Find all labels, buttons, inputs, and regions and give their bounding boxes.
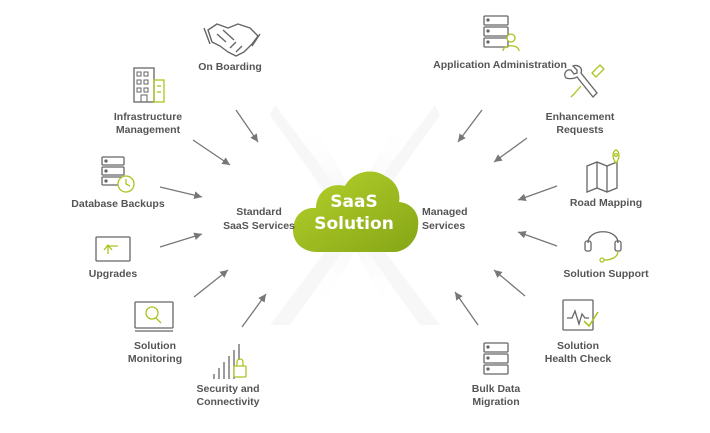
left-arrows xyxy=(159,109,267,328)
headset-icon xyxy=(584,231,622,263)
label-application-administration: Application Administration xyxy=(433,59,567,71)
label-solution-health-check: Solution Health Check xyxy=(544,340,612,365)
label-solution-monitoring: Solution Monitoring xyxy=(127,340,183,365)
monitor-search-icon xyxy=(134,301,174,332)
center-title: SaaS Solution xyxy=(314,192,394,234)
left-hub-label: Standard SaaS Services xyxy=(223,206,295,232)
arrow-security xyxy=(241,293,267,328)
arrow-road-mapping xyxy=(517,185,558,202)
right-hub-label: Managed Services xyxy=(422,206,468,232)
arrow-enhancement xyxy=(493,137,528,163)
arrow-app-admin xyxy=(457,109,483,143)
building-icon xyxy=(133,67,165,103)
signal-lock-icon xyxy=(213,344,247,379)
map-pin-icon xyxy=(586,149,620,193)
server-stack-icon xyxy=(483,342,509,375)
server-user-icon xyxy=(483,15,520,52)
saas-cloud xyxy=(293,171,419,252)
arrow-monitoring xyxy=(193,269,229,298)
arrow-bulk-data xyxy=(454,291,479,326)
right-arrows xyxy=(454,109,558,326)
arrow-solution-support xyxy=(517,230,558,247)
database-clock-icon xyxy=(101,156,135,193)
label-on-boarding: On Boarding xyxy=(198,61,262,73)
label-bulk-data-migration: Bulk Data Migration xyxy=(471,383,521,408)
label-solution-support: Solution Support xyxy=(563,268,649,280)
label-security-connectivity: Security and Connectivity xyxy=(196,383,260,408)
arrow-infrastructure xyxy=(192,139,231,166)
health-check-icon xyxy=(562,299,599,331)
arrow-health-check xyxy=(493,269,526,297)
handshake-icon xyxy=(203,23,261,57)
label-infrastructure-management: Infrastructure Management xyxy=(113,111,183,136)
arrow-database xyxy=(159,186,203,199)
label-enhancement-requests: Enhancement Requests xyxy=(545,111,615,136)
label-database-backups: Database Backups xyxy=(71,198,165,210)
label-road-mapping: Road Mapping xyxy=(569,197,643,209)
arrow-onboarding xyxy=(235,109,259,143)
wrench-pencil-icon xyxy=(564,64,605,98)
label-upgrades: Upgrades xyxy=(88,268,138,280)
upgrade-icon xyxy=(95,236,131,262)
arrow-upgrades xyxy=(159,232,203,248)
